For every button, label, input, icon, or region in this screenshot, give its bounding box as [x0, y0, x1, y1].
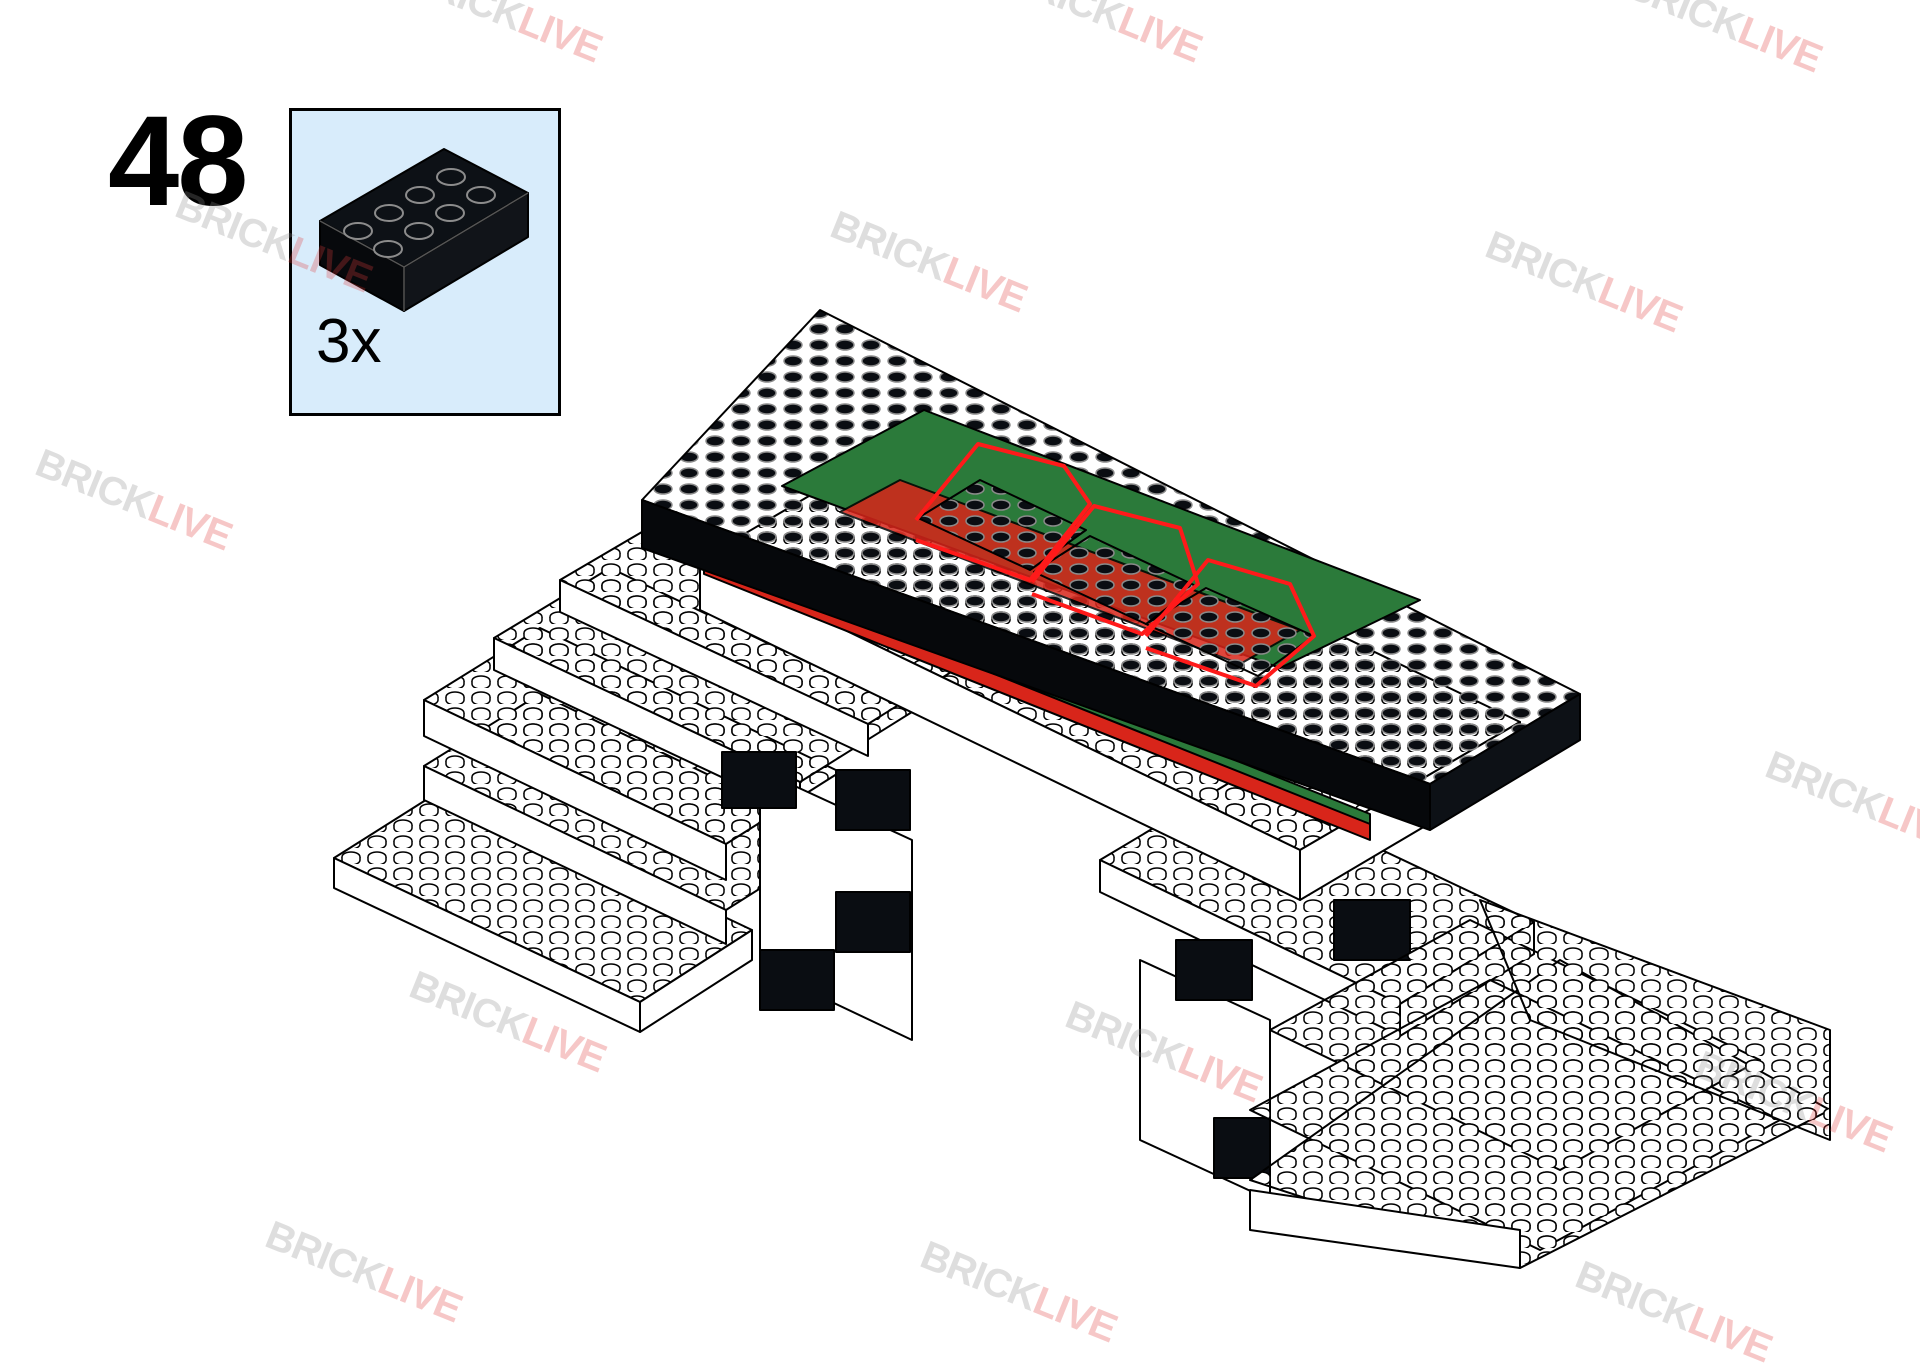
highlight-outline [914, 442, 1316, 688]
white-base-left [333, 511, 981, 1041]
brick-2x4-icon [319, 148, 529, 312]
black-brick-frame [641, 309, 1581, 831]
white-base-right [1099, 779, 1831, 1269]
parts-callout: 3x [289, 108, 561, 416]
step-number: 48 [108, 90, 248, 233]
part-quantity: 3x [316, 307, 382, 376]
